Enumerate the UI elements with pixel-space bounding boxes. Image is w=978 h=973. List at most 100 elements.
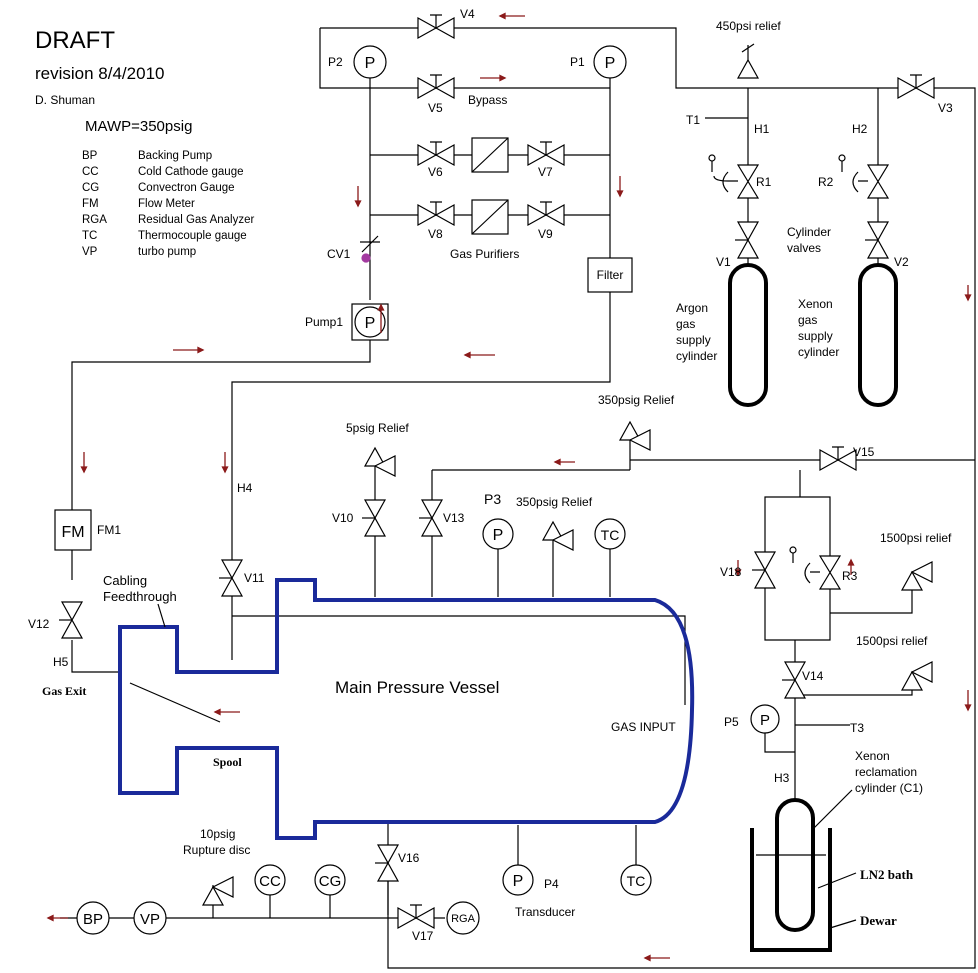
relief-1500-a: [900, 561, 933, 591]
backing-pump: BP: [76, 901, 110, 935]
svg-text:P1: P1: [570, 55, 585, 69]
svg-text:T3: T3: [850, 721, 864, 735]
relief-350-top: [618, 420, 651, 451]
svg-text:V16: V16: [398, 851, 420, 865]
check-valve-cv1[interactable]: [360, 235, 380, 263]
svg-text:Rupture disc: Rupture disc: [183, 843, 250, 857]
legend-abbr: FM: [82, 198, 99, 210]
legend-desc: turbo pump: [138, 246, 196, 258]
svg-text:Argon: Argon: [676, 301, 708, 315]
relief-350-mid: [541, 520, 574, 551]
gas-purifiers-label: Gas Purifiers: [450, 247, 519, 261]
legend-desc: Cold Cathode gauge: [138, 166, 244, 178]
regulator-r3[interactable]: [789, 546, 842, 590]
svg-text:H3: H3: [774, 771, 790, 785]
title-block: DRAFT revision 8/4/2010 D. Shuman MAWP=3…: [35, 27, 192, 135]
svg-text:P2: P2: [328, 55, 343, 69]
gauge-rga: RGA: [446, 901, 480, 935]
spool-label: Spool: [213, 755, 242, 769]
valve-v18[interactable]: [752, 551, 777, 589]
valve-v13[interactable]: [419, 499, 444, 537]
svg-text:P: P: [493, 527, 504, 544]
svg-text:350psig Relief: 350psig Relief: [516, 495, 593, 509]
svg-text:TC: TC: [627, 873, 646, 889]
svg-text:RGA: RGA: [451, 913, 476, 925]
svg-text:P: P: [365, 55, 376, 72]
valve-v15[interactable]: [819, 446, 857, 472]
svg-text:V6: V6: [428, 165, 443, 179]
svg-text:V2: V2: [894, 255, 909, 269]
valve-v17[interactable]: [397, 904, 435, 930]
svg-text:V8: V8: [428, 227, 443, 241]
purifiers: Gas Purifiers Bypass: [450, 93, 519, 261]
gauge-p5: P: [750, 704, 780, 734]
svg-text:V3: V3: [938, 101, 953, 115]
valve-v10[interactable]: [362, 499, 387, 537]
svg-text:V4: V4: [460, 7, 475, 21]
title: DRAFT: [35, 27, 115, 54]
legend-abbr: BP: [82, 150, 98, 162]
svg-text:BP: BP: [83, 911, 103, 928]
revision: revision 8/4/2010: [35, 64, 164, 83]
svg-text:Pump1: Pump1: [305, 315, 343, 329]
svg-text:cylinder: cylinder: [798, 345, 839, 359]
regulator-r1[interactable]: [708, 154, 760, 199]
cylinders: [728, 263, 898, 952]
relief-450: [736, 43, 760, 79]
svg-text:FM1: FM1: [97, 523, 121, 537]
valve-v3[interactable]: [897, 74, 935, 100]
legend-abbr: VP: [82, 246, 98, 258]
regulator-r2[interactable]: [838, 154, 890, 199]
valve-v16[interactable]: [375, 844, 400, 882]
svg-text:FM: FM: [61, 524, 84, 541]
svg-text:H1: H1: [754, 122, 770, 136]
valve-v9[interactable]: [527, 201, 565, 227]
svg-text:H5: H5: [53, 655, 69, 669]
legend: BP Backing Pump CC Cold Cathode gauge CG…: [82, 150, 255, 258]
legend-abbr: CG: [82, 182, 99, 194]
xenon-cylinder: [858, 263, 898, 407]
svg-text:cylinder: cylinder: [676, 349, 717, 363]
svg-text:CV1: CV1: [327, 247, 351, 261]
svg-text:V10: V10: [332, 511, 354, 525]
valve-v4[interactable]: [417, 14, 455, 40]
valve-v2[interactable]: [865, 221, 890, 259]
valve-v1[interactable]: [735, 221, 760, 259]
legend-desc: Residual Gas Analyzer: [138, 214, 255, 226]
svg-text:supply: supply: [798, 329, 833, 343]
legend-desc: Thermocouple gauge: [138, 230, 247, 242]
bypass-label: Bypass: [468, 93, 507, 107]
svg-text:V18: V18: [720, 565, 742, 579]
svg-text:CC: CC: [259, 873, 281, 890]
gauge-tc-bottom: TC: [620, 864, 652, 896]
valve-v12[interactable]: [59, 601, 84, 639]
svg-text:Cylinder: Cylinder: [787, 225, 831, 239]
valve-v6[interactable]: [417, 141, 455, 167]
svg-text:1500psi relief: 1500psi relief: [880, 531, 952, 545]
svg-text:1500psi relief: 1500psi relief: [856, 634, 928, 648]
dewar: [750, 828, 832, 952]
svg-text:reclamation: reclamation: [855, 765, 917, 779]
argon-cylinder: [728, 263, 768, 407]
valves: [59, 14, 935, 930]
valve-v11[interactable]: [219, 559, 244, 597]
svg-text:H2: H2: [852, 122, 868, 136]
valve-v7[interactable]: [527, 141, 565, 167]
rupture-disc: [201, 876, 234, 906]
valve-v14[interactable]: [782, 661, 807, 699]
cabling-label: Cabling: [103, 573, 147, 588]
gauge-p3: P: [482, 518, 514, 550]
svg-text:10psig: 10psig: [200, 827, 235, 841]
flow-meter: FM: [54, 509, 92, 551]
main-pressure-vessel: Main Pressure Vessel GAS INPUT Spool Gas…: [42, 573, 695, 840]
svg-text:V1: V1: [716, 255, 731, 269]
valve-v8[interactable]: [417, 201, 455, 227]
gauge-p4: P: [502, 864, 534, 896]
valve-v5[interactable]: [417, 74, 455, 100]
svg-text:P: P: [605, 55, 616, 72]
legend-desc: Flow Meter: [138, 198, 195, 210]
svg-text:V7: V7: [538, 165, 553, 179]
svg-text:350psig Relief: 350psig Relief: [598, 393, 675, 407]
relief-1500-b: [900, 661, 933, 691]
